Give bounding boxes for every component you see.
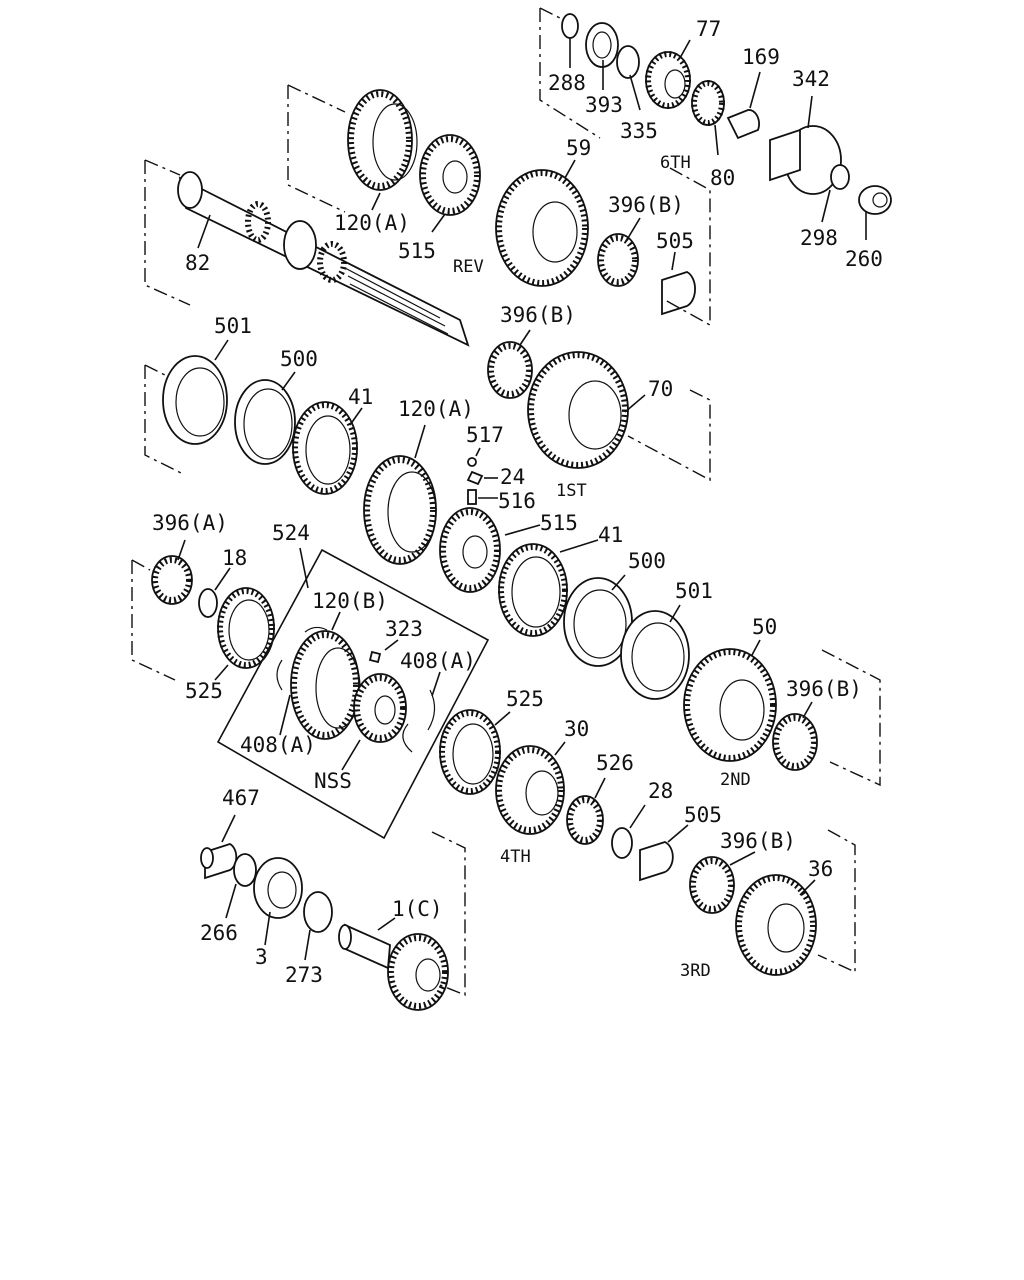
callout-335: 335 — [620, 119, 658, 143]
hub-nss — [353, 673, 407, 743]
callout-323: 323 — [385, 617, 423, 641]
label-rev: REV — [453, 257, 484, 277]
ball-517 — [467, 457, 477, 467]
callout-500-top: 500 — [280, 347, 318, 371]
callout-505-low: 505 — [684, 803, 722, 827]
callout-515-mid: 515 — [540, 511, 578, 535]
callout-396b-mid: 396(B) — [500, 303, 576, 327]
callout-273: 273 — [285, 963, 323, 987]
callout-396b-low: 396(B) — [720, 829, 796, 853]
label-1st: 1ST — [556, 481, 587, 501]
callout-70: 70 — [648, 377, 673, 401]
bearing-393 — [585, 22, 619, 68]
bearing-396b-right — [772, 713, 818, 771]
callout-517: 517 — [466, 423, 504, 447]
bearing-3 — [253, 857, 303, 919]
callout-501-top: 501 — [214, 314, 252, 338]
callout-408a-bottom: 408(A) — [240, 733, 316, 757]
fourth-gear-group — [439, 709, 856, 976]
callout-501-mid: 501 — [675, 579, 713, 603]
callout-524: 524 — [272, 521, 310, 545]
callout-18: 18 — [222, 546, 247, 570]
second-gear-group — [131, 539, 881, 840]
callout-77: 77 — [696, 17, 721, 41]
collar-169 — [726, 109, 760, 140]
label-3rd: 3RD — [680, 961, 711, 981]
callout-41-mid: 41 — [598, 523, 623, 547]
nss-assembly-box — [216, 548, 490, 840]
callout-515-top: 515 — [398, 239, 436, 263]
callout-396b-top: 396(B) — [608, 193, 684, 217]
callout-28: 28 — [648, 779, 673, 803]
snap-ring-266 — [233, 853, 257, 887]
callout-396a: 396(A) — [152, 511, 228, 535]
first-gear-group — [144, 329, 711, 637]
callout-526: 526 — [596, 751, 634, 775]
callout-120a-mid: 120(A) — [398, 397, 474, 421]
main-shaft-group — [144, 84, 711, 347]
callout-516: 516 — [498, 489, 536, 513]
input-shaft-group — [200, 814, 466, 1011]
label-6th: 6TH — [660, 153, 691, 173]
callout-120a-top: 120(A) — [334, 211, 410, 235]
label-2nd: 2ND — [720, 770, 751, 790]
callout-80: 80 — [710, 166, 735, 190]
callout-169: 169 — [742, 45, 780, 69]
collar-505-low — [639, 841, 674, 882]
snap-ring-273 — [303, 891, 333, 933]
callout-24: 24 — [500, 465, 525, 489]
snap-ring-288 — [561, 13, 579, 39]
nut-260 — [858, 185, 892, 215]
callout-30: 30 — [564, 717, 589, 741]
key-24 — [466, 470, 484, 486]
callout-nss: NSS — [314, 769, 352, 793]
callout-393: 393 — [585, 93, 623, 117]
callout-298: 298 — [800, 226, 838, 250]
callout-41-top: 41 — [348, 385, 373, 409]
key-323 — [368, 650, 382, 664]
callout-3: 3 — [255, 945, 268, 969]
callout-500-mid: 500 — [628, 549, 666, 573]
bearing-396b-low — [689, 856, 735, 914]
callout-1c: 1(C) — [392, 897, 443, 921]
bearing-396b-mid — [487, 341, 533, 399]
callout-82: 82 — [185, 251, 210, 275]
spring-516 — [467, 489, 477, 505]
label-4th: 4TH — [500, 847, 531, 867]
snap-ring-18 — [198, 588, 218, 618]
hub-515-top — [419, 134, 481, 216]
callout-342: 342 — [792, 67, 830, 91]
callout-525-left: 525 — [185, 679, 223, 703]
callout-467: 467 — [222, 786, 260, 810]
callout-505-top: 505 — [656, 229, 694, 253]
callout-266: 266 — [200, 921, 238, 945]
callout-36: 36 — [808, 857, 833, 881]
callout-50: 50 — [752, 615, 777, 639]
gear-36 — [735, 874, 817, 976]
snap-ring-28 — [611, 827, 633, 859]
plate-501-top — [162, 355, 228, 445]
callout-396b-right: 396(B) — [786, 677, 862, 701]
callout-59: 59 — [566, 136, 591, 160]
gear-30 — [495, 745, 565, 835]
gear-70 — [527, 351, 629, 469]
callout-288: 288 — [548, 71, 586, 95]
callout-120b: 120(B) — [312, 589, 388, 613]
callout-525-mid: 525 — [506, 687, 544, 711]
callout-260: 260 — [845, 247, 883, 271]
plate-501-mid — [620, 610, 690, 700]
snap-ring-335 — [616, 45, 640, 79]
sleeve-120a-top — [347, 89, 413, 191]
top-right-group — [539, 7, 892, 240]
hub-515-mid — [439, 507, 501, 593]
callout-labels: 288 393 77 335 80 169 342 298 260 59 6TH… — [152, 17, 883, 987]
callout-408a-top: 408(A) — [400, 649, 476, 673]
o-ring-298 — [830, 164, 850, 190]
